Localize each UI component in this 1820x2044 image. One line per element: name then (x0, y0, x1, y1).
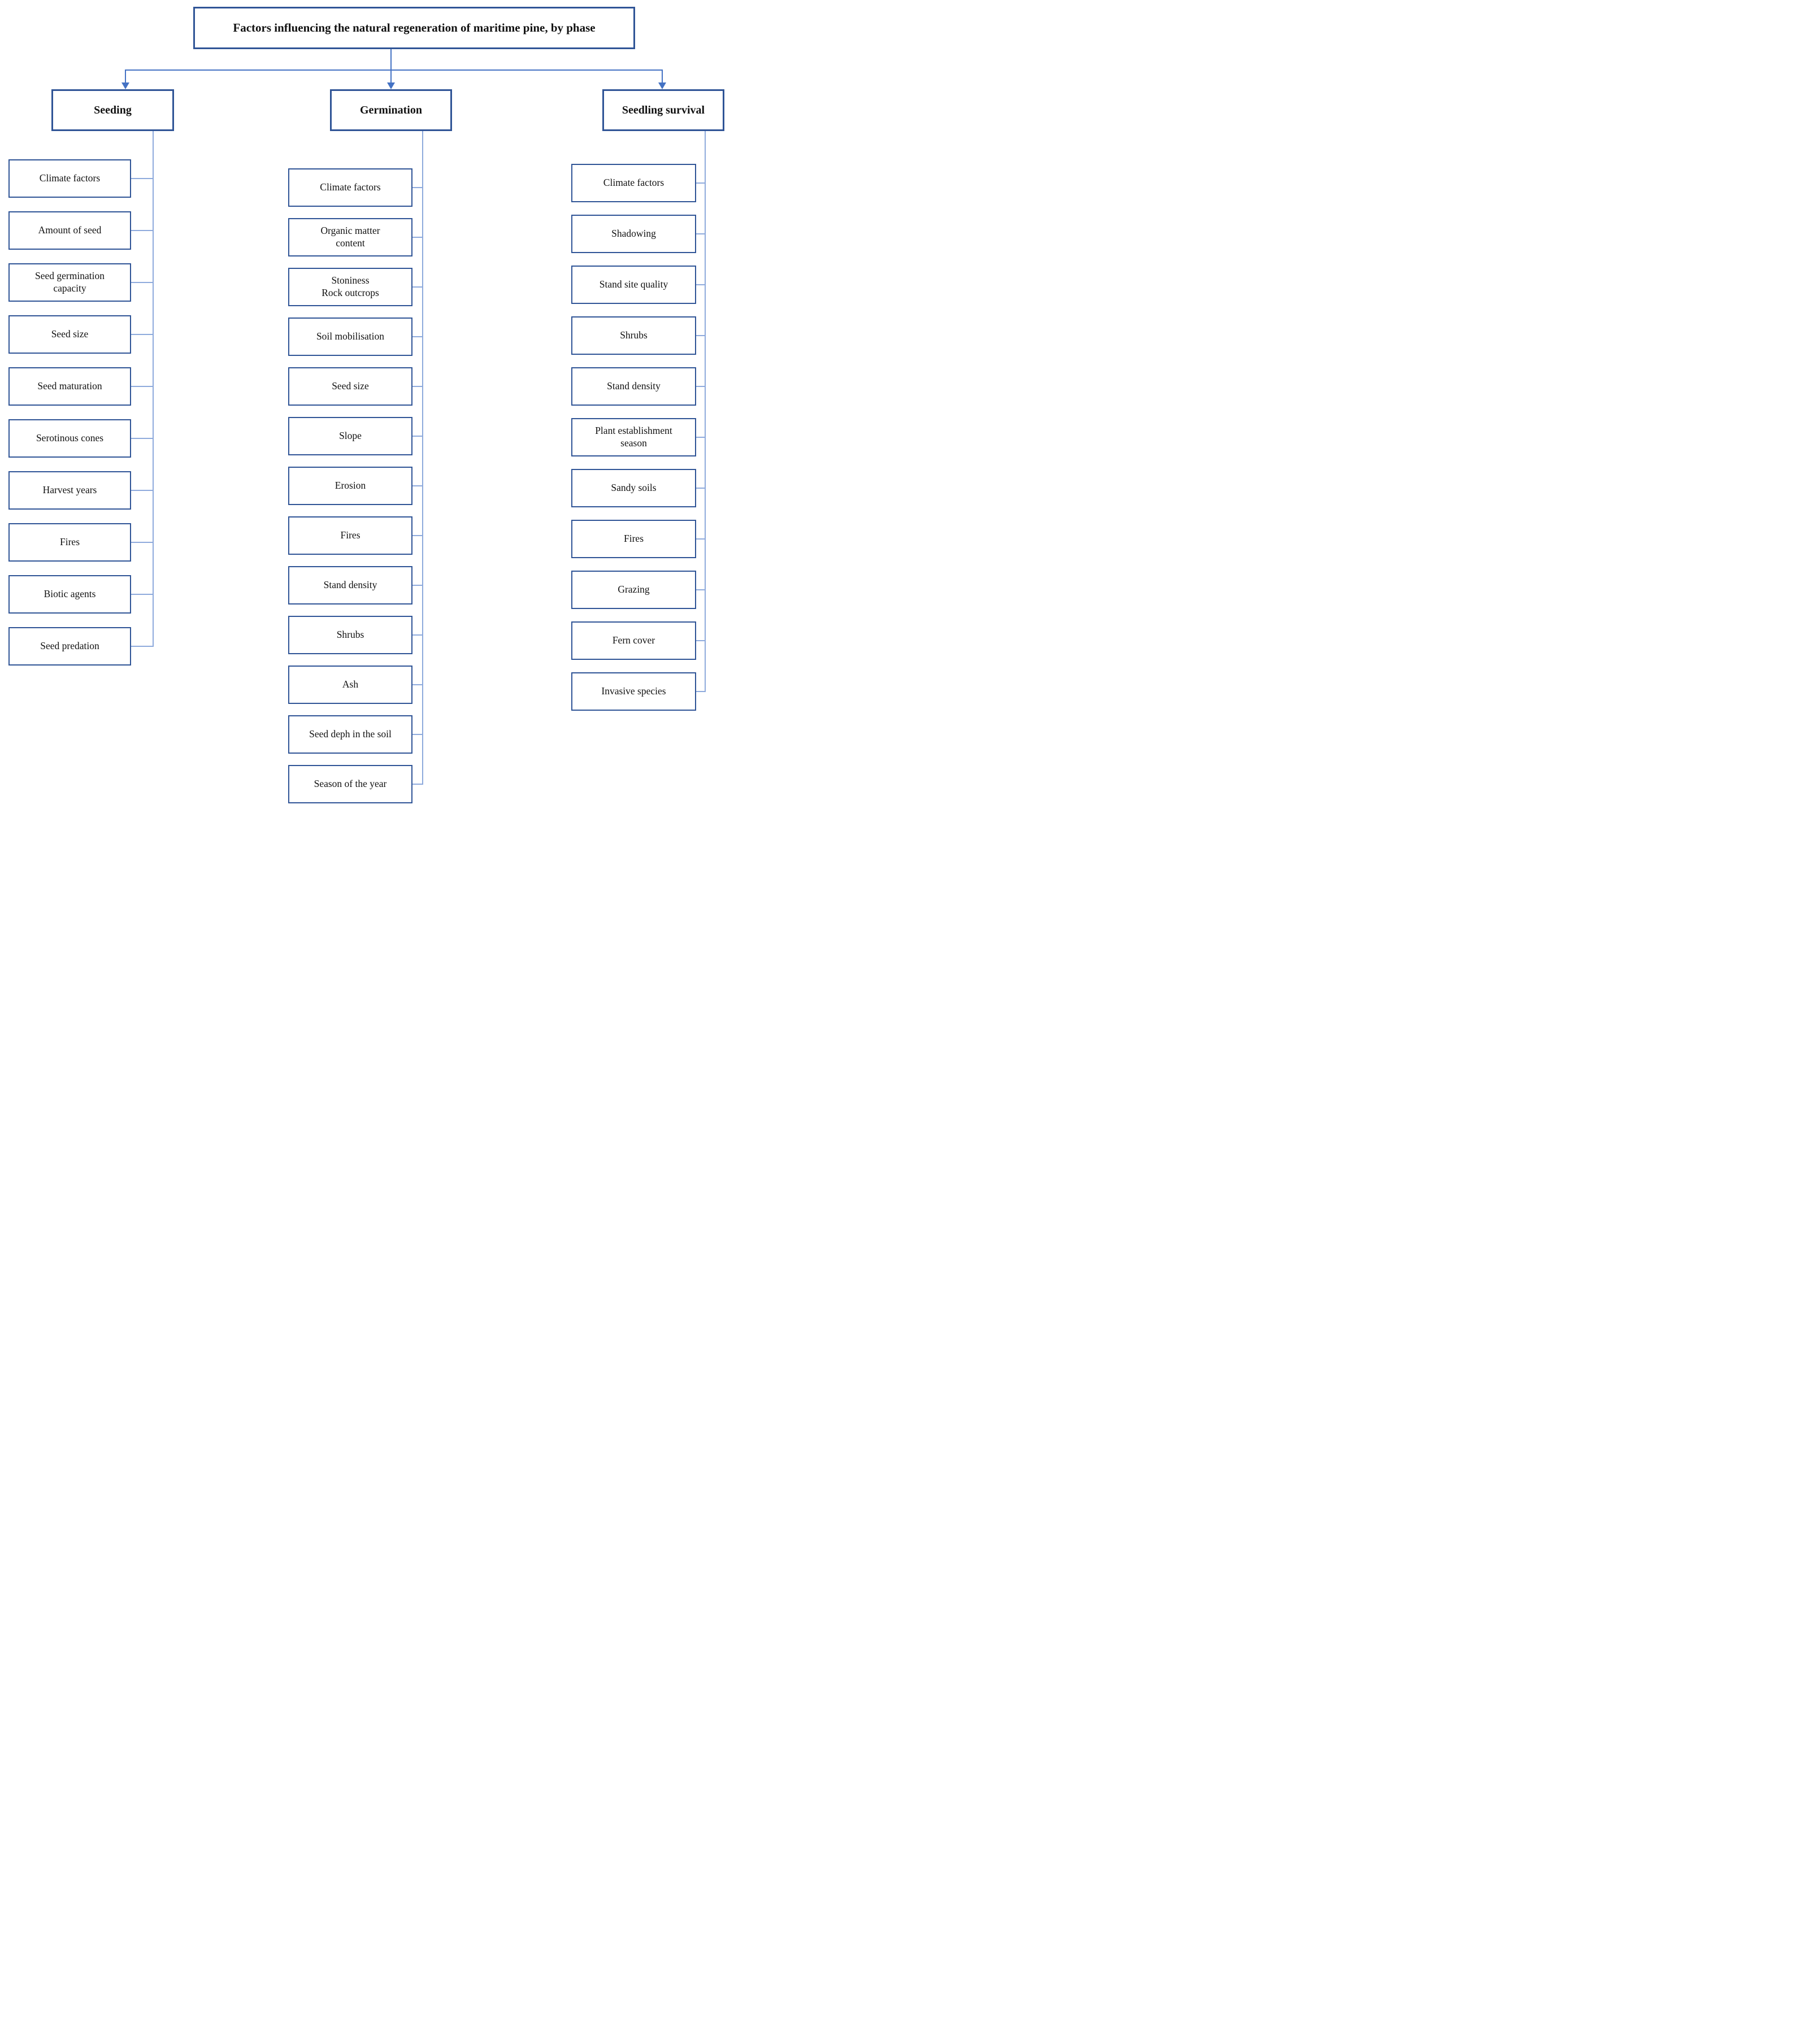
factor-stub-line-stand-site-quality (696, 284, 705, 285)
factor-stub-line-shrubs (696, 335, 705, 336)
factor-box-fires: Fires (8, 523, 131, 562)
title-stem-line (390, 49, 392, 71)
phase-drop-line-seedling-survival (662, 69, 663, 84)
factor-stub-line-plant-establishment-season (696, 437, 705, 438)
phase-drop-line-seeding (125, 69, 126, 84)
factor-stub-line-soil-mobilisation (412, 336, 423, 337)
factor-box-invasive-species: Invasive species (571, 672, 696, 711)
factor-box-erosion: Erosion (288, 467, 412, 505)
factor-stub-line-climate-factors (412, 187, 423, 188)
factor-box-plant-establishment-season: Plant establishment season (571, 418, 696, 456)
factor-stub-line-season-of-the-year (412, 784, 423, 785)
factor-box-fires: Fires (571, 520, 696, 558)
factor-box-organic-matter-content: Organic matter content (288, 218, 412, 256)
factor-stub-line-shadowing (696, 233, 705, 234)
factor-stub-line-sandy-soils (696, 488, 705, 489)
factor-stub-line-serotinous-cones (131, 438, 153, 439)
connector-arrow-down-icon-seeding (121, 82, 129, 89)
column-spine-line-seeding (153, 131, 154, 647)
factor-stub-line-stand-density (412, 585, 423, 586)
factor-box-ash: Ash (288, 666, 412, 704)
connector-arrow-down-icon-seedling-survival (658, 82, 666, 89)
factor-stub-line-stoniness-rock-outcrops (412, 286, 423, 288)
factor-stub-line-seed-deph-in-the-soil (412, 734, 423, 735)
factor-box-seed-deph-in-the-soil: Seed deph in the soil (288, 715, 412, 754)
phase-header-germination: Germination (330, 89, 452, 131)
factor-stub-line-seed-size (412, 386, 423, 387)
factor-box-serotinous-cones: Serotinous cones (8, 419, 131, 458)
factor-stub-line-fern-cover (696, 640, 705, 641)
diagram-title: Factors influencing the natural regenera… (193, 7, 635, 49)
factor-stub-line-ash (412, 684, 423, 685)
factor-stub-line-seed-size (131, 334, 153, 335)
factor-box-climate-factors: Climate factors (288, 168, 412, 207)
factor-box-shadowing: Shadowing (571, 215, 696, 253)
factor-box-stand-density: Stand density (571, 367, 696, 406)
factor-stub-line-stand-density (696, 386, 705, 387)
factor-stub-line-climate-factors (696, 182, 705, 184)
factor-stub-line-organic-matter-content (412, 237, 423, 238)
factor-stub-line-amount-of-seed (131, 230, 153, 231)
factor-box-seed-size: Seed size (8, 315, 131, 354)
factor-box-amount-of-seed: Amount of seed (8, 211, 131, 250)
factor-stub-line-erosion (412, 485, 423, 486)
factor-stub-line-climate-factors (131, 178, 153, 179)
factor-box-slope: Slope (288, 417, 412, 455)
factor-box-grazing: Grazing (571, 571, 696, 609)
phase-header-seeding: Seeding (51, 89, 174, 131)
factor-box-shrubs: Shrubs (288, 616, 412, 654)
factor-box-seed-germination-capacity: Seed germination capacity (8, 263, 131, 302)
phase-header-seedling-survival: Seedling survival (602, 89, 724, 131)
flowchart-canvas: Factors influencing the natural regenera… (0, 0, 728, 817)
factor-box-seed-predation: Seed predation (8, 627, 131, 666)
factor-box-stoniness-rock-outcrops: Stoniness Rock outcrops (288, 268, 412, 306)
factor-box-shrubs: Shrubs (571, 316, 696, 355)
factor-box-seed-maturation: Seed maturation (8, 367, 131, 406)
factor-stub-line-seed-predation (131, 646, 153, 647)
factor-stub-line-biotic-agents (131, 594, 153, 595)
factor-stub-line-fires (412, 535, 423, 536)
factor-stub-line-grazing (696, 589, 705, 590)
factor-box-fern-cover: Fern cover (571, 621, 696, 660)
factor-stub-line-fires (131, 542, 153, 543)
factor-box-harvest-years: Harvest years (8, 471, 131, 510)
factor-box-seed-size: Seed size (288, 367, 412, 406)
factor-stub-line-invasive-species (696, 691, 705, 692)
factor-box-climate-factors: Climate factors (571, 164, 696, 202)
connector-arrow-down-icon-germination (387, 82, 395, 89)
factor-stub-line-seed-germination-capacity (131, 282, 153, 283)
column-spine-line-germination (422, 131, 423, 785)
factor-box-soil-mobilisation: Soil mobilisation (288, 318, 412, 356)
phase-drop-line-germination (390, 69, 392, 84)
factor-box-stand-density: Stand density (288, 566, 412, 604)
factor-stub-line-fires (696, 538, 705, 540)
column-spine-line-seedling-survival (705, 131, 706, 692)
factor-box-fires: Fires (288, 516, 412, 555)
factor-stub-line-harvest-years (131, 490, 153, 491)
factor-stub-line-seed-maturation (131, 386, 153, 387)
factor-box-stand-site-quality: Stand site quality (571, 266, 696, 304)
factor-box-biotic-agents: Biotic agents (8, 575, 131, 614)
factor-stub-line-shrubs (412, 634, 423, 636)
distribution-rail-line (125, 69, 663, 71)
factor-box-sandy-soils: Sandy soils (571, 469, 696, 507)
factor-stub-line-slope (412, 436, 423, 437)
factor-box-season-of-the-year: Season of the year (288, 765, 412, 803)
factor-box-climate-factors: Climate factors (8, 159, 131, 198)
